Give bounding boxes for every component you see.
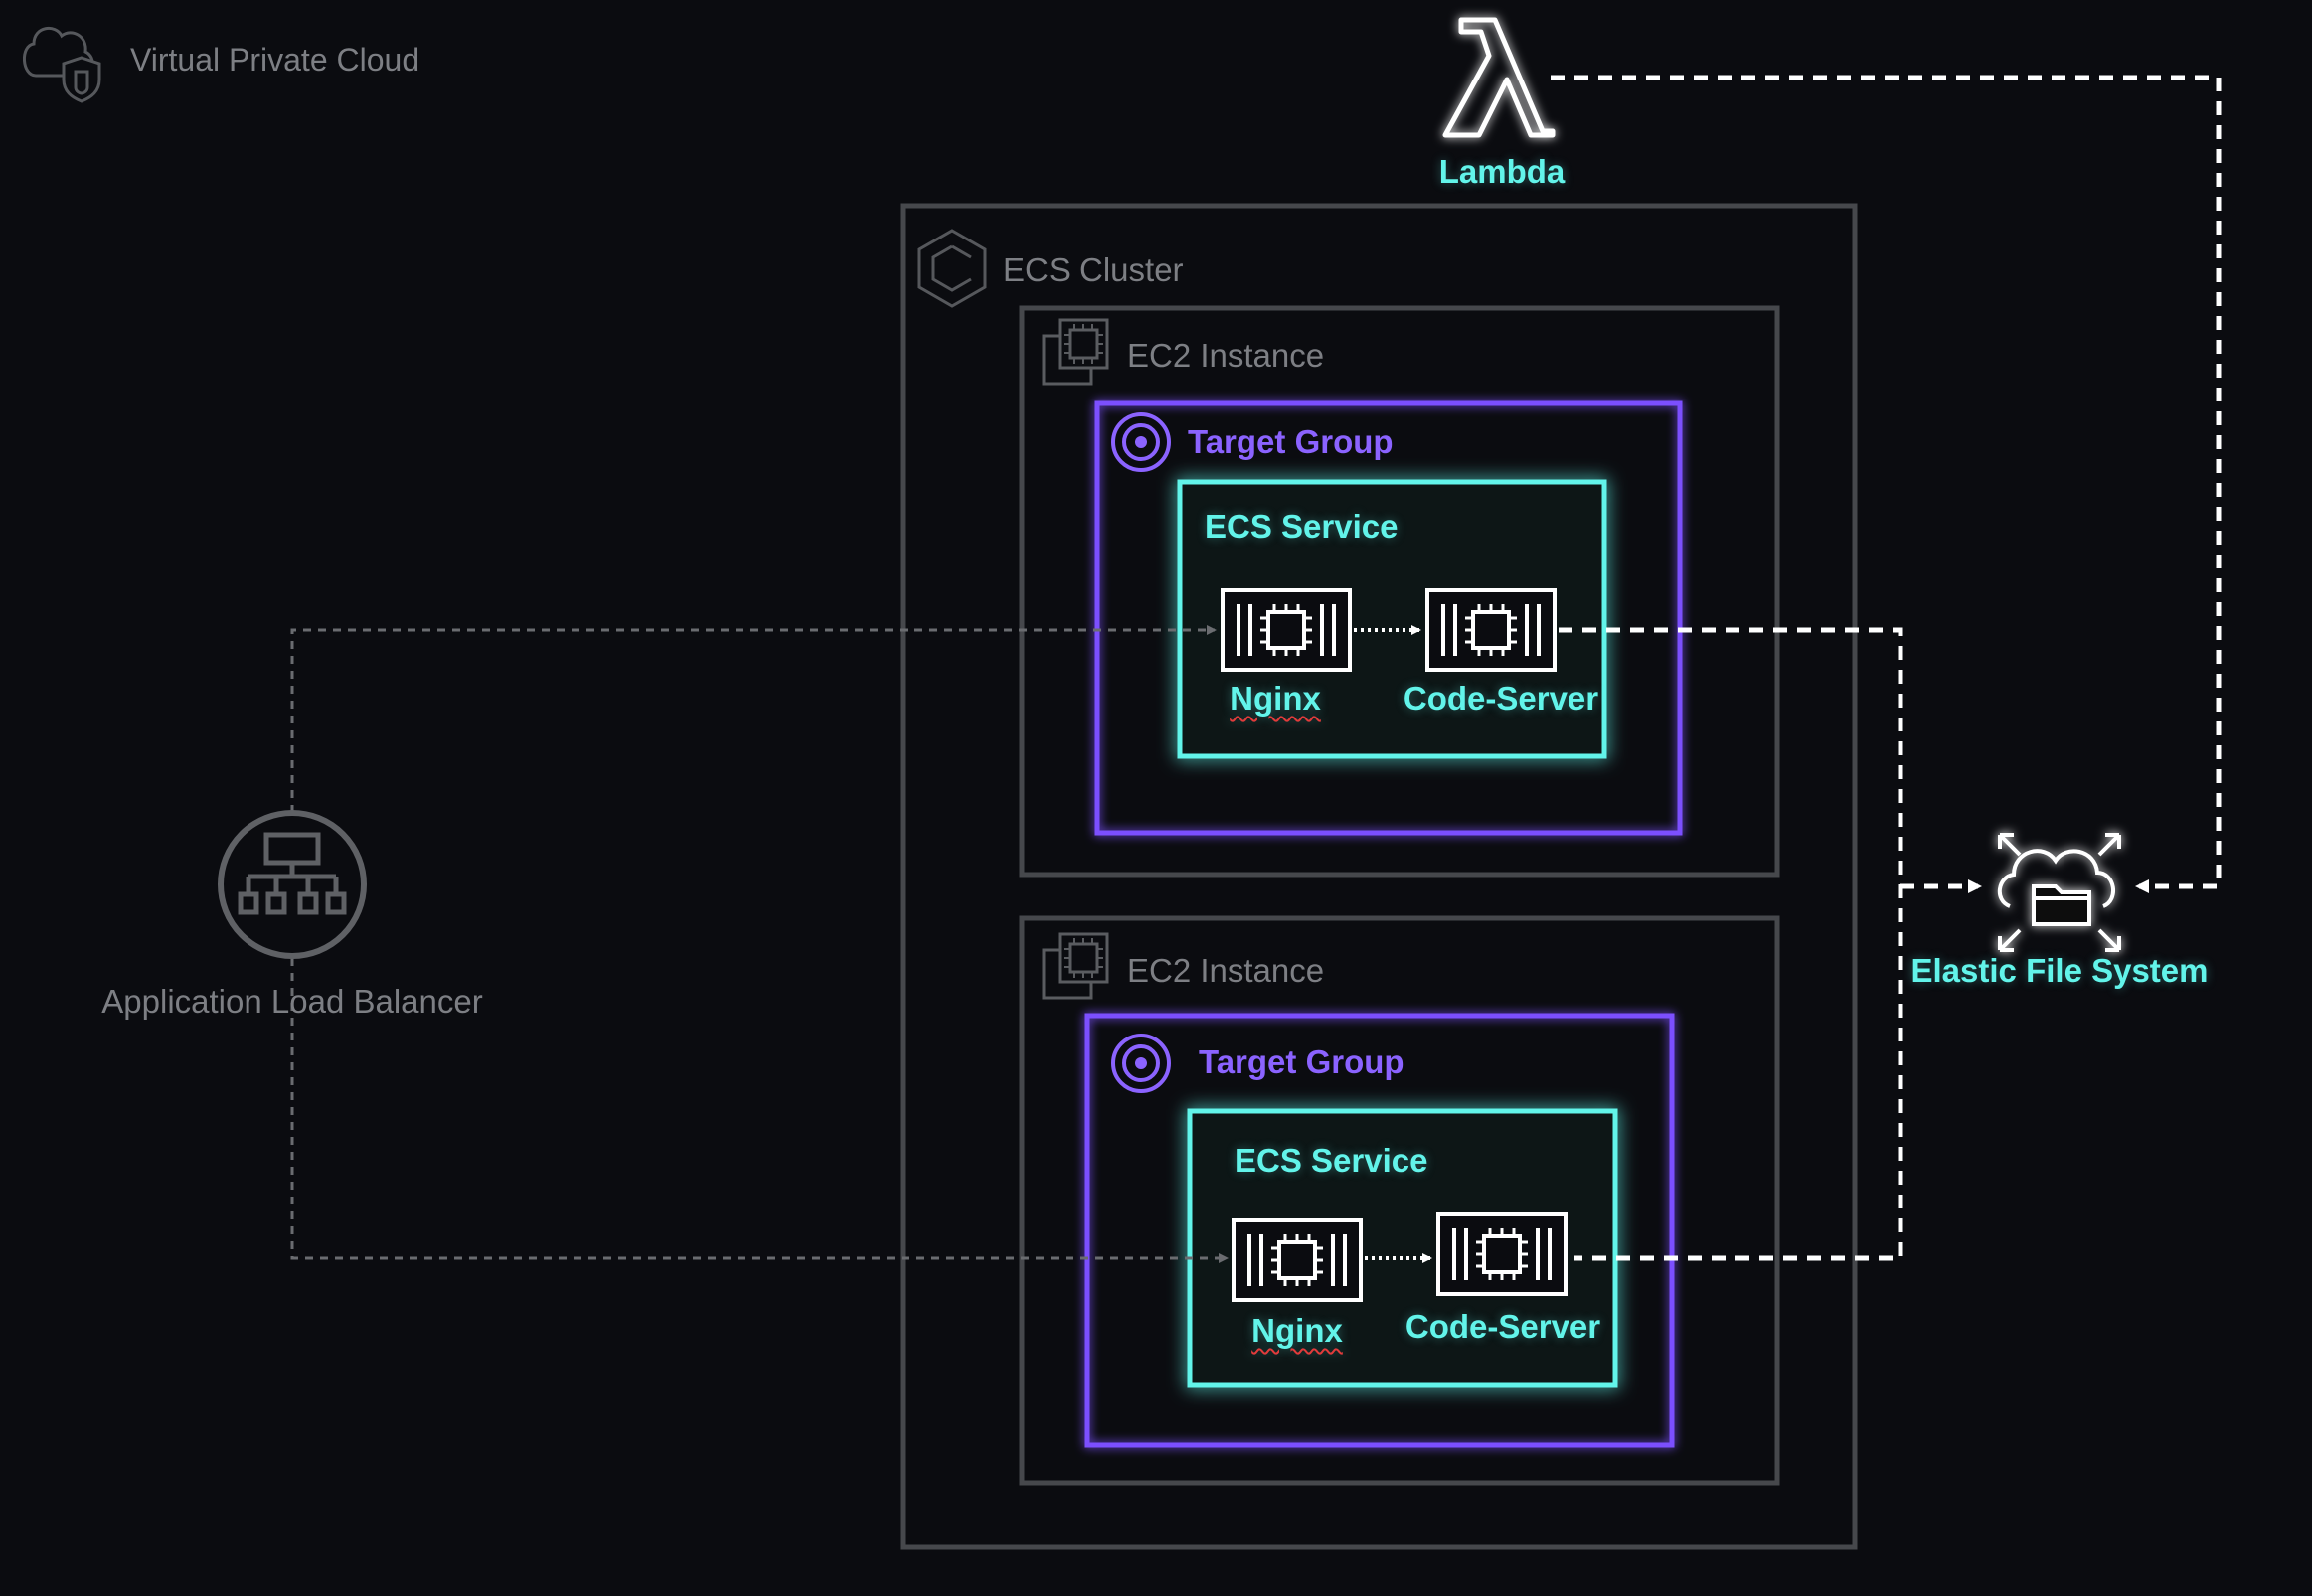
vpc-title: Virtual Private Cloud	[130, 42, 420, 78]
ec2-instance-label-1: EC2 Instance	[1127, 337, 1325, 374]
ecs-service-label-2: ECS Service	[1235, 1142, 1428, 1179]
ecs-cluster-label: ECS Cluster	[1003, 251, 1184, 288]
target-group-icon	[1111, 1034, 1171, 1093]
target-group-box-2	[1084, 1013, 1675, 1448]
lambda-label: Lambda	[1438, 153, 1566, 190]
lambda-icon	[1442, 17, 1556, 138]
ec2-chip-icon	[1042, 318, 1109, 386]
code-server-label-2: Code-Server	[1404, 1308, 1601, 1345]
lambda-to-efs-link	[1551, 75, 2222, 893]
target-group-box-1	[1094, 400, 1683, 836]
code-server-label-1: Code-Server	[1403, 680, 1599, 717]
efs-label: Elastic File System	[1910, 952, 2209, 989]
alb-label: Application Load Balancer	[101, 983, 483, 1020]
target-group-label-2: Target Group	[1199, 1043, 1404, 1080]
nginx-label-1: Nginx	[1230, 680, 1321, 717]
code-server-container-icon	[1436, 1212, 1568, 1296]
alb-to-nginx-link-1	[290, 625, 1217, 813]
ecs-cluster-box	[900, 203, 1858, 1550]
alb-icon	[218, 810, 367, 959]
ec2-instance-box-1	[1019, 305, 1780, 878]
code-server-container-icon	[1425, 588, 1557, 672]
efs-icon	[1998, 833, 2121, 952]
ec2-chip-icon	[1042, 932, 1109, 1000]
target-group-icon	[1111, 412, 1171, 472]
nginx-container-icon	[1221, 588, 1352, 672]
vpc-cloud-icon	[23, 27, 101, 103]
nginx-label-2: Nginx	[1251, 1312, 1343, 1349]
codeserver-to-efs-link	[1559, 627, 1903, 1261]
nginx-container-icon	[1232, 1218, 1363, 1302]
target-group-label-1: Target Group	[1188, 423, 1394, 460]
ecs-cluster-icon	[917, 229, 987, 308]
ec2-instance-label-2: EC2 Instance	[1127, 952, 1325, 989]
ecs-service-label-1: ECS Service	[1205, 508, 1399, 545]
ec2-instance-box-2	[1019, 915, 1780, 1486]
alb-to-nginx-link-2	[290, 958, 1229, 1263]
